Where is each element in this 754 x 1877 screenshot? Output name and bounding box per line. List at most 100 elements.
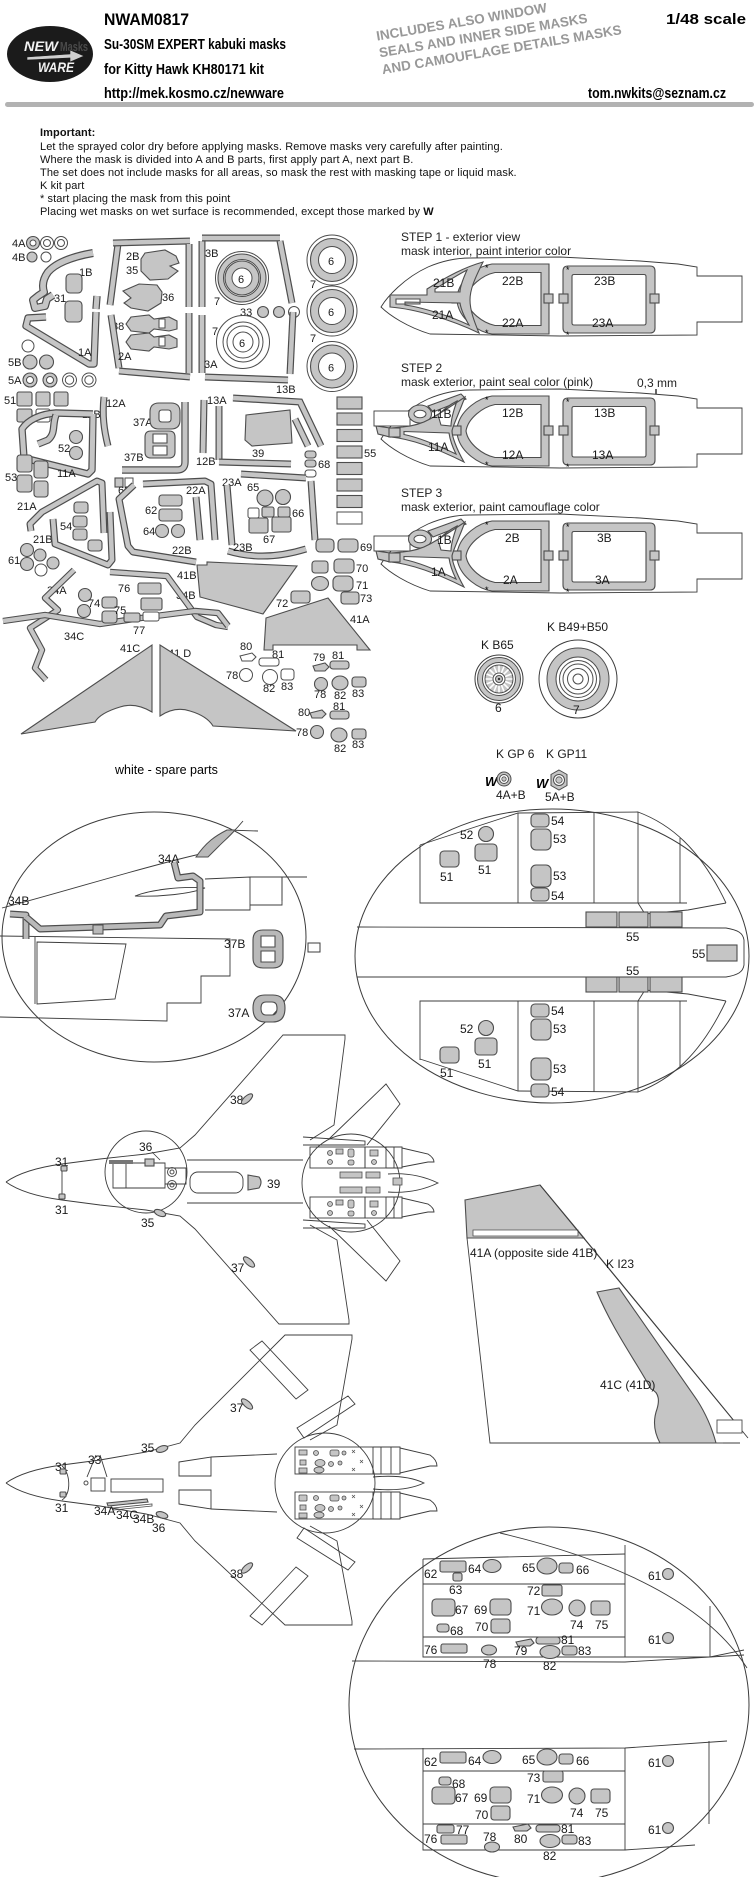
svg-text:W: W (536, 776, 550, 791)
svg-text:55: 55 (692, 947, 706, 961)
svg-text:34C: 34C (116, 1508, 138, 1522)
svg-text:81: 81 (561, 1822, 575, 1836)
svg-text:6: 6 (238, 274, 244, 286)
svg-text:41C: 41C (120, 643, 140, 655)
svg-text:37B: 37B (124, 452, 144, 464)
svg-text:Where the mask is divided into: Where the mask is divided into A and B p… (40, 154, 413, 166)
svg-text:61: 61 (648, 1823, 662, 1837)
svg-text:61: 61 (648, 1633, 662, 1647)
svg-text:74: 74 (88, 598, 100, 610)
svg-text:Placing wet masks on wet surfa: Placing wet masks on wet surface is reco… (40, 206, 434, 218)
svg-text:33: 33 (88, 1453, 102, 1467)
svg-text:82: 82 (543, 1659, 557, 1673)
svg-text:76: 76 (118, 583, 130, 595)
svg-text:2A: 2A (503, 573, 518, 587)
svg-text:13B: 13B (276, 384, 296, 396)
svg-text:78: 78 (296, 727, 308, 739)
svg-text:13A: 13A (592, 448, 613, 462)
svg-text:41A: 41A (350, 614, 370, 626)
svg-text:74: 74 (570, 1806, 584, 1820)
svg-text:51: 51 (4, 395, 16, 407)
svg-text:67: 67 (455, 1603, 469, 1617)
svg-text:55: 55 (626, 930, 640, 944)
svg-text:61: 61 (648, 1756, 662, 1770)
svg-text:K B49+B50: K B49+B50 (547, 620, 608, 634)
svg-text:53: 53 (553, 1022, 567, 1036)
svg-text:23A: 23A (592, 316, 613, 330)
svg-text:78: 78 (314, 689, 326, 701)
svg-text:67: 67 (263, 534, 275, 546)
svg-text:6: 6 (239, 338, 245, 350)
svg-text:The set does not include masks: The set does not include masks for all a… (40, 167, 517, 179)
svg-text:82: 82 (334, 690, 346, 702)
svg-text:83: 83 (578, 1644, 592, 1658)
svg-text:mask exterior, paint camouflag: mask exterior, paint camouflage color (401, 500, 600, 514)
svg-text:34B: 34B (8, 894, 29, 908)
svg-text:63: 63 (449, 1583, 463, 1597)
svg-text:21A: 21A (432, 308, 453, 322)
svg-text:STEP 1 - exterior view: STEP 1 - exterior view (401, 230, 520, 244)
svg-text:39: 39 (252, 448, 264, 460)
svg-text:39: 39 (267, 1177, 281, 1191)
svg-text:68: 68 (452, 1777, 466, 1791)
svg-text:78: 78 (226, 670, 238, 682)
svg-text:71: 71 (356, 580, 368, 592)
svg-text:79: 79 (313, 652, 325, 664)
svg-text:31: 31 (54, 293, 66, 305)
svg-text:83: 83 (352, 688, 364, 700)
svg-text:54: 54 (551, 814, 565, 828)
svg-text:79: 79 (514, 1644, 528, 1658)
svg-text:61: 61 (648, 1569, 662, 1583)
svg-text:37: 37 (230, 1401, 244, 1415)
svg-text:80: 80 (514, 1832, 528, 1846)
svg-text:7: 7 (573, 703, 580, 717)
svg-text:Masks: Masks (60, 39, 88, 54)
svg-text:82: 82 (334, 743, 346, 755)
svg-text:1/48 scale: 1/48 scale (666, 11, 746, 28)
svg-text:4A+B: 4A+B (496, 788, 526, 802)
svg-text:69: 69 (474, 1603, 488, 1617)
svg-text:3A: 3A (204, 359, 218, 371)
svg-text:73: 73 (360, 593, 372, 605)
svg-text:78: 78 (483, 1657, 497, 1671)
svg-text:52: 52 (58, 443, 70, 455)
svg-text:12B: 12B (196, 456, 216, 468)
svg-text:K I23: K I23 (606, 1257, 634, 1271)
svg-text:31: 31 (55, 1501, 69, 1515)
svg-text:80: 80 (298, 707, 310, 719)
svg-text:mask interior, paint interior: mask interior, paint interior color (401, 244, 571, 258)
svg-text:11B: 11B (431, 407, 451, 421)
svg-text:65: 65 (522, 1753, 536, 1767)
svg-text:71: 71 (527, 1792, 541, 1806)
svg-text:81: 81 (333, 701, 345, 713)
svg-text:2B: 2B (126, 251, 139, 263)
svg-text:37A: 37A (228, 1006, 249, 1020)
svg-text:34A: 34A (94, 1504, 115, 1518)
svg-text:76: 76 (424, 1643, 438, 1657)
svg-text:12A: 12A (106, 398, 126, 410)
svg-text:6: 6 (495, 701, 502, 715)
svg-text:7: 7 (212, 326, 218, 338)
svg-text:72: 72 (527, 1584, 541, 1598)
svg-text:7: 7 (214, 296, 220, 308)
svg-text:81: 81 (561, 1633, 575, 1647)
svg-text:54: 54 (551, 1085, 565, 1099)
svg-text:70: 70 (356, 563, 368, 575)
svg-text:23B: 23B (233, 542, 253, 554)
svg-text:75: 75 (114, 605, 126, 617)
svg-text:51: 51 (478, 863, 492, 877)
svg-text:54: 54 (551, 889, 565, 903)
svg-text:21A: 21A (17, 501, 37, 513)
svg-text:W: W (485, 774, 499, 789)
svg-text:64: 64 (143, 526, 155, 538)
svg-text:62: 62 (424, 1755, 438, 1769)
svg-text:82: 82 (263, 683, 275, 695)
svg-text:66: 66 (292, 508, 304, 520)
svg-text:41A (opposite side 41B): 41A (opposite side 41B) (470, 1246, 597, 1260)
svg-text:31: 31 (55, 1203, 69, 1217)
svg-text:69: 69 (474, 1791, 488, 1805)
svg-text:K kit part: K kit part (40, 180, 84, 192)
svg-text:61: 61 (8, 555, 20, 567)
svg-text:5B: 5B (8, 357, 21, 369)
svg-text:38: 38 (230, 1567, 244, 1581)
